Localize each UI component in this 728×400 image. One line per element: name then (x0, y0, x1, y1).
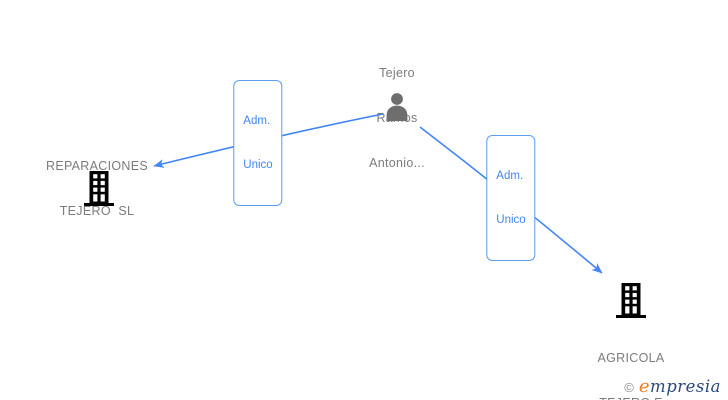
company-name-line: REPARACIONES (45, 159, 149, 173)
edge-label-line: Unico (243, 158, 273, 171)
edge-label-line: Adm. (496, 170, 524, 182)
empresia-wordmark: empresia (639, 376, 721, 397)
company-name-line: TEJERO SL (59, 204, 135, 218)
company-name-agricola[interactable]: AGRICOLA TEJERO E HIJOS SL (598, 321, 665, 400)
brand-rest: mpresia (650, 377, 721, 396)
company-name-line: TEJERO E (598, 396, 665, 400)
edge-label-adm-unico-left[interactable]: Adm. Unico (233, 80, 283, 206)
company-name-line: AGRICOLA (597, 351, 665, 365)
copyright-icon: © (624, 380, 634, 395)
person-icon[interactable] (382, 91, 412, 121)
person-name-line: Antonio... (369, 156, 425, 170)
edge-label-line: Unico (496, 213, 526, 226)
building-icon[interactable] (615, 283, 647, 318)
brand-first-letter: e (638, 376, 651, 397)
person-name-line: Tejero (379, 66, 415, 80)
company-name-reparaciones[interactable]: REPARACIONES TEJERO SL (46, 129, 148, 249)
edge-label-line: Adm. (243, 115, 271, 127)
empresia-logo[interactable]: © empresia (624, 376, 721, 397)
building-icon[interactable] (83, 171, 115, 206)
edge-label-adm-unico-right[interactable]: Adm. Unico (486, 135, 536, 261)
